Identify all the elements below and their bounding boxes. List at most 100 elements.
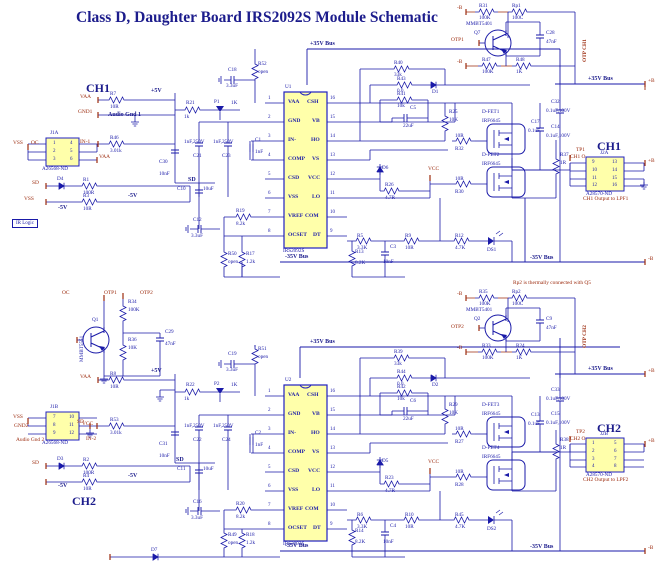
u2-ref: U2 xyxy=(285,377,292,383)
u1-pinnum-12: 12 xyxy=(330,172,335,177)
port-in2: IN-2 xyxy=(86,436,97,442)
comp-d6-ref: D6 xyxy=(382,165,389,171)
j2b-pin-5: 5 xyxy=(614,441,617,446)
j1a-pin-5: 5 xyxy=(70,149,73,154)
u2-pin-csd: CSD xyxy=(288,468,300,474)
comp-r53-val: 3.01k xyxy=(110,430,122,436)
net-label-vcc-2: VCC xyxy=(428,459,440,465)
comp-dfet2-ref: D-FET2 xyxy=(482,152,500,158)
comp-r30-ref: R30 xyxy=(455,189,464,195)
port-tp1: TP1 xyxy=(576,147,585,153)
comp-r20-val: 8.2k xyxy=(236,514,246,520)
u2-pinnum-7: 7 xyxy=(268,503,271,508)
j2b-part: A28570-ND xyxy=(586,472,612,478)
u1-ref: U1 xyxy=(285,84,292,90)
comp-c9-val: 47nF xyxy=(546,325,557,331)
comp-r1-ref: R1 xyxy=(83,177,90,183)
comp-q2-ref: Q2 xyxy=(474,316,481,322)
comp-r52-ref: R52 xyxy=(258,61,267,67)
comp-c4-val: 10nF xyxy=(383,539,394,545)
port-sd-a: SD xyxy=(32,180,39,186)
j2b-pin-8: 8 xyxy=(614,464,617,469)
comp-p1-val: 1K xyxy=(231,100,238,106)
u1-pinnum-2: 2 xyxy=(268,115,271,120)
u1-pin-csd: CSD xyxy=(288,175,300,181)
comp-r46-val: 3.01k xyxy=(110,148,122,154)
port-oc-1: OC xyxy=(31,140,39,146)
comp-r36-val: 10K xyxy=(128,345,137,351)
comp-d7-ref: D7 xyxy=(151,547,158,553)
u1-pinnum-8: 8 xyxy=(268,229,271,234)
comp-r24-val: 1K xyxy=(516,355,523,361)
otp-ch1-label: OTP CH1 xyxy=(582,39,588,62)
net-label-m35v-c: -35V Bus xyxy=(530,544,554,550)
port-vss-3: VSS xyxy=(13,414,23,420)
comp-r42-val: 10k xyxy=(397,396,405,402)
comp-r33-val: 100K xyxy=(482,355,494,361)
j1a-ref: J1A xyxy=(50,130,59,136)
comp-c16-ref: C16 xyxy=(193,499,202,505)
j2b-pin-4: 4 xyxy=(592,464,595,469)
comp-r45-val: 4.7K xyxy=(455,524,466,530)
u1-pinnum-9: 9 xyxy=(330,229,333,234)
comp-r53-ref: R53 xyxy=(110,417,119,423)
comp-c21-val: 1nF,250V xyxy=(184,139,205,145)
comp-r29-val: 10K xyxy=(449,410,458,416)
port-minusb-1: -B xyxy=(457,5,463,11)
comp-c19-val: 3.3uF xyxy=(226,367,238,373)
comp-r29-ref: R29 xyxy=(449,402,458,408)
comp-c1-ref: C1 xyxy=(255,137,262,143)
audio-gnd1-label: Audio Gnd 1 xyxy=(108,112,142,118)
comp-r49-val: open xyxy=(228,540,239,546)
port-plusb-3: +B xyxy=(648,158,655,164)
u1-pin-vb: VB xyxy=(312,118,320,124)
comp-c18-ref: C18 xyxy=(228,67,237,73)
comp-q1-ref: Q1 xyxy=(92,317,99,323)
thermal-note: Rp2 is thermally connected with Q5 xyxy=(513,280,591,286)
comp-c23-val: 1nF,250V xyxy=(213,139,234,145)
comp-c22-ref: C22 xyxy=(193,437,202,443)
u2-pinnum-6: 6 xyxy=(268,484,271,489)
u1-pinnum-15: 15 xyxy=(330,115,335,120)
j2b-pin-1: 1 xyxy=(592,441,595,446)
comp-r1-val: 100R xyxy=(83,190,95,196)
comp-r10-ref: R10 xyxy=(405,512,414,518)
comp-c15-val: 0.1uF,100V xyxy=(546,420,571,426)
j1a-pin-6: 6 xyxy=(70,157,73,162)
port-minusb-5: -B xyxy=(648,256,654,262)
comp-c22-val: 1nF,250V xyxy=(184,423,205,429)
comp-r48-val: 1K xyxy=(516,69,523,75)
port-gnd1: GND1 xyxy=(78,109,93,115)
comp-r41-ref: R41 xyxy=(397,91,406,97)
u2-pinnum-8: 8 xyxy=(268,522,271,527)
j2a-pin-13: 13 xyxy=(612,160,617,165)
j2b-pin-7: 7 xyxy=(614,457,617,462)
comp-r5-ref: R5 xyxy=(357,233,364,239)
comp-r48-ref: R48 xyxy=(516,57,525,63)
comp-p1-ref: P1 xyxy=(214,99,220,105)
ch1-input-label: CH1 xyxy=(86,81,110,95)
comp-r18-ref: R18 xyxy=(246,532,255,538)
comp-r4-val: 10R xyxy=(83,486,92,492)
comp-rp1-ref: Rp1 xyxy=(512,3,521,9)
comp-dfet4-ref: D-FET4 xyxy=(482,445,500,451)
u2-pinnum-3: 3 xyxy=(268,427,271,432)
comp-dfet4-val: IRF6645 xyxy=(482,454,501,460)
u2-pinnum-5: 5 xyxy=(268,465,271,470)
port-otp2-b: OTP2 xyxy=(140,290,153,296)
port-vaa-2: VAA xyxy=(99,154,110,160)
comp-c23-ref: C23 xyxy=(222,153,231,159)
comp-c2-val: 1nF xyxy=(255,442,264,448)
u2-pin-dt: DT xyxy=(313,525,321,531)
u2-pin-lo: LO xyxy=(312,487,321,493)
u1-pinnum-16: 16 xyxy=(330,96,335,101)
comp-rp2-val: 100C xyxy=(512,301,524,307)
comp-c3-ref: C3 xyxy=(390,244,397,250)
comp-c10-val: 10uF xyxy=(203,186,214,192)
j1b-pin-8: 8 xyxy=(53,423,56,428)
comp-r21-val: 1k xyxy=(184,114,190,120)
port-gnd2: GND2 xyxy=(14,423,29,429)
comp-c2-ref: C2 xyxy=(255,430,262,436)
comp-c3-val: 10nF xyxy=(383,259,394,265)
comp-c12-ref: C12 xyxy=(193,217,202,223)
